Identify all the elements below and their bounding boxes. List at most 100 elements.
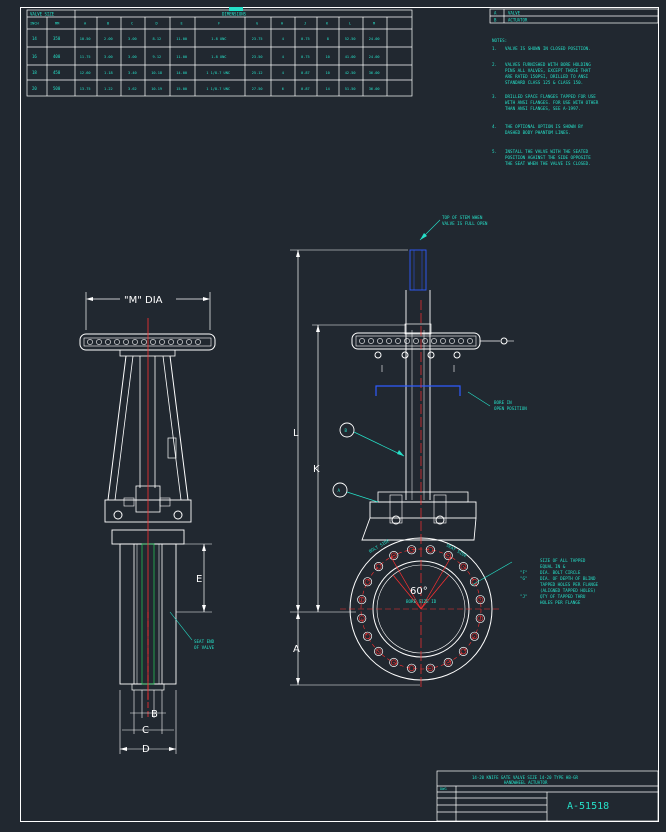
note-number: 4. (492, 124, 497, 129)
bolt-hole (389, 657, 399, 668)
holes-text: DIA. OF DEPTH OF BLIND (540, 576, 596, 581)
table-col-c: C (131, 22, 133, 26)
dim-k: K (313, 464, 320, 475)
bolt-holes (357, 545, 485, 673)
table-col-l: L (349, 22, 351, 26)
table-cell: 42.50 (345, 71, 356, 75)
handwheel-rim-segment (141, 339, 147, 345)
handwheel-rim-segment (467, 338, 473, 344)
holes-text: DIA. BOLT CIRCLE (540, 570, 581, 575)
table-cell: 0.75 (301, 55, 310, 59)
dimension-table (26, 9, 413, 97)
note-line: VALVES FURNISHED WITH BORE HOLDING (505, 62, 591, 67)
table-cell: 4 (282, 55, 284, 59)
bolt-hole (458, 646, 468, 656)
table-cell: 10 (326, 71, 330, 75)
title-line-2: HANDWHEEL ACTUATOR (504, 780, 548, 785)
bolt-hole (425, 663, 435, 673)
table-col-e: E (181, 22, 183, 26)
handwheel-rim-segment (132, 339, 138, 345)
title-dwg-label: DWG (440, 787, 447, 791)
handwheel-rim-segment (150, 339, 156, 345)
angle-60: 60° (410, 586, 428, 597)
table-cell: 4 (282, 71, 284, 75)
handwheel-rim-segment (458, 338, 464, 344)
note-line: VALVE IS SHOWN IN CLOSED POSITION. (505, 46, 591, 51)
bolt-hole-thread (364, 578, 371, 585)
notes-list: 1.VALVE IS SHOWN IN CLOSED POSITION.2.VA… (492, 46, 599, 166)
table-cell: 11.00 (176, 55, 187, 59)
legend-table (489, 8, 659, 24)
table-cell-mm: 350 (53, 36, 61, 41)
bolt-hole-thread (375, 648, 382, 655)
balloon-a: A (338, 488, 341, 493)
table-col-b: B (107, 22, 109, 26)
bolt-hole (469, 577, 480, 587)
table-cell: 8.12 (153, 37, 162, 41)
note-line: POSITION AGAINST THE SIDE OPPOSITE (505, 155, 591, 160)
table-cell: 25.12 (252, 71, 263, 75)
bolt-hole-thread (408, 665, 415, 672)
table-cell: 52.50 (345, 37, 356, 41)
note-line: THE SEAT WHEN THE VALVE IS CLOSED. (505, 161, 591, 166)
table-cell-mm: 500 (53, 86, 61, 91)
handwheel-rim-segment (168, 339, 174, 345)
table-cell: 15.00 (176, 87, 187, 91)
bolt-hole-thread (460, 648, 467, 655)
table-cell: 6 (282, 87, 284, 91)
table-col-m: M (373, 22, 376, 26)
table-cell: 2.00 (104, 37, 113, 41)
handwheel-rim-segment (422, 338, 428, 344)
table-cell: 10.50 (80, 37, 91, 41)
bolt-hole (425, 545, 435, 555)
bolt-hole-thread (471, 633, 478, 640)
bolt-hole-thread (408, 546, 415, 553)
table-cell: 12.60 (80, 71, 91, 75)
table-cell-inch: 18 (32, 70, 37, 75)
handwheel-rim-segment (87, 339, 93, 345)
handwheel-rim-segment (395, 338, 401, 344)
bolt-hole (443, 550, 453, 561)
holes-key: "G" (520, 576, 528, 581)
bolt-hole-thread (460, 563, 467, 570)
bolt-hole (475, 595, 485, 605)
table-cell: 23.75 (252, 37, 263, 41)
table-cell: 1-8 UNC (211, 37, 226, 41)
title-block (436, 770, 659, 822)
dim-a: A (293, 644, 300, 655)
table-col-k: K (326, 22, 329, 26)
holes-subtitle: EQUAL IN & (540, 564, 566, 569)
table-cell: 8 (327, 37, 329, 41)
table-cell-inch: 14 (32, 36, 37, 41)
holes-text: QTY OF TAPPED THRU (540, 594, 586, 599)
note-line: DRILLED SPACE FLANGES TAPPED FOR USE (505, 94, 596, 99)
bolt-hole-thread (445, 659, 452, 666)
table-cell-inch: 16 (32, 54, 37, 59)
holes-text: HOLES PER FLANGE (540, 600, 581, 605)
bolt-hole (475, 613, 485, 623)
table-col-g: G (256, 22, 258, 26)
note-line: INSTALL THE VALVE WITH THE SEATED (505, 149, 589, 154)
bolt-hole (469, 631, 480, 641)
table-col-d: D (156, 22, 158, 26)
bolt-hole-thread (427, 665, 434, 672)
side-view: "M" DIA (79, 292, 216, 755)
table-col-mm: MM (55, 22, 60, 26)
holes-text: TAPPED HOLES PER FLANGE (540, 582, 598, 587)
table-cell: 3.62 (128, 87, 137, 91)
note-line: STANDARD CLASS 125 & CLASS 150. (505, 80, 583, 85)
note-line: ARE RATED 150PSI, DRILLED TO ANSI (505, 74, 589, 79)
seat-end-line-1: SEAT END (194, 639, 215, 644)
bolt-hole (374, 562, 384, 572)
table-cell: 0.87 (301, 87, 310, 91)
legend-text: ACTUATOR (508, 18, 528, 23)
drawing-border (20, 7, 659, 822)
table-cell: 3.00 (128, 37, 137, 41)
table-cell: 11.75 (80, 55, 91, 59)
legend-key: B (494, 18, 497, 23)
bolt-hole (357, 613, 367, 623)
table-cell: 24.00 (369, 37, 380, 41)
